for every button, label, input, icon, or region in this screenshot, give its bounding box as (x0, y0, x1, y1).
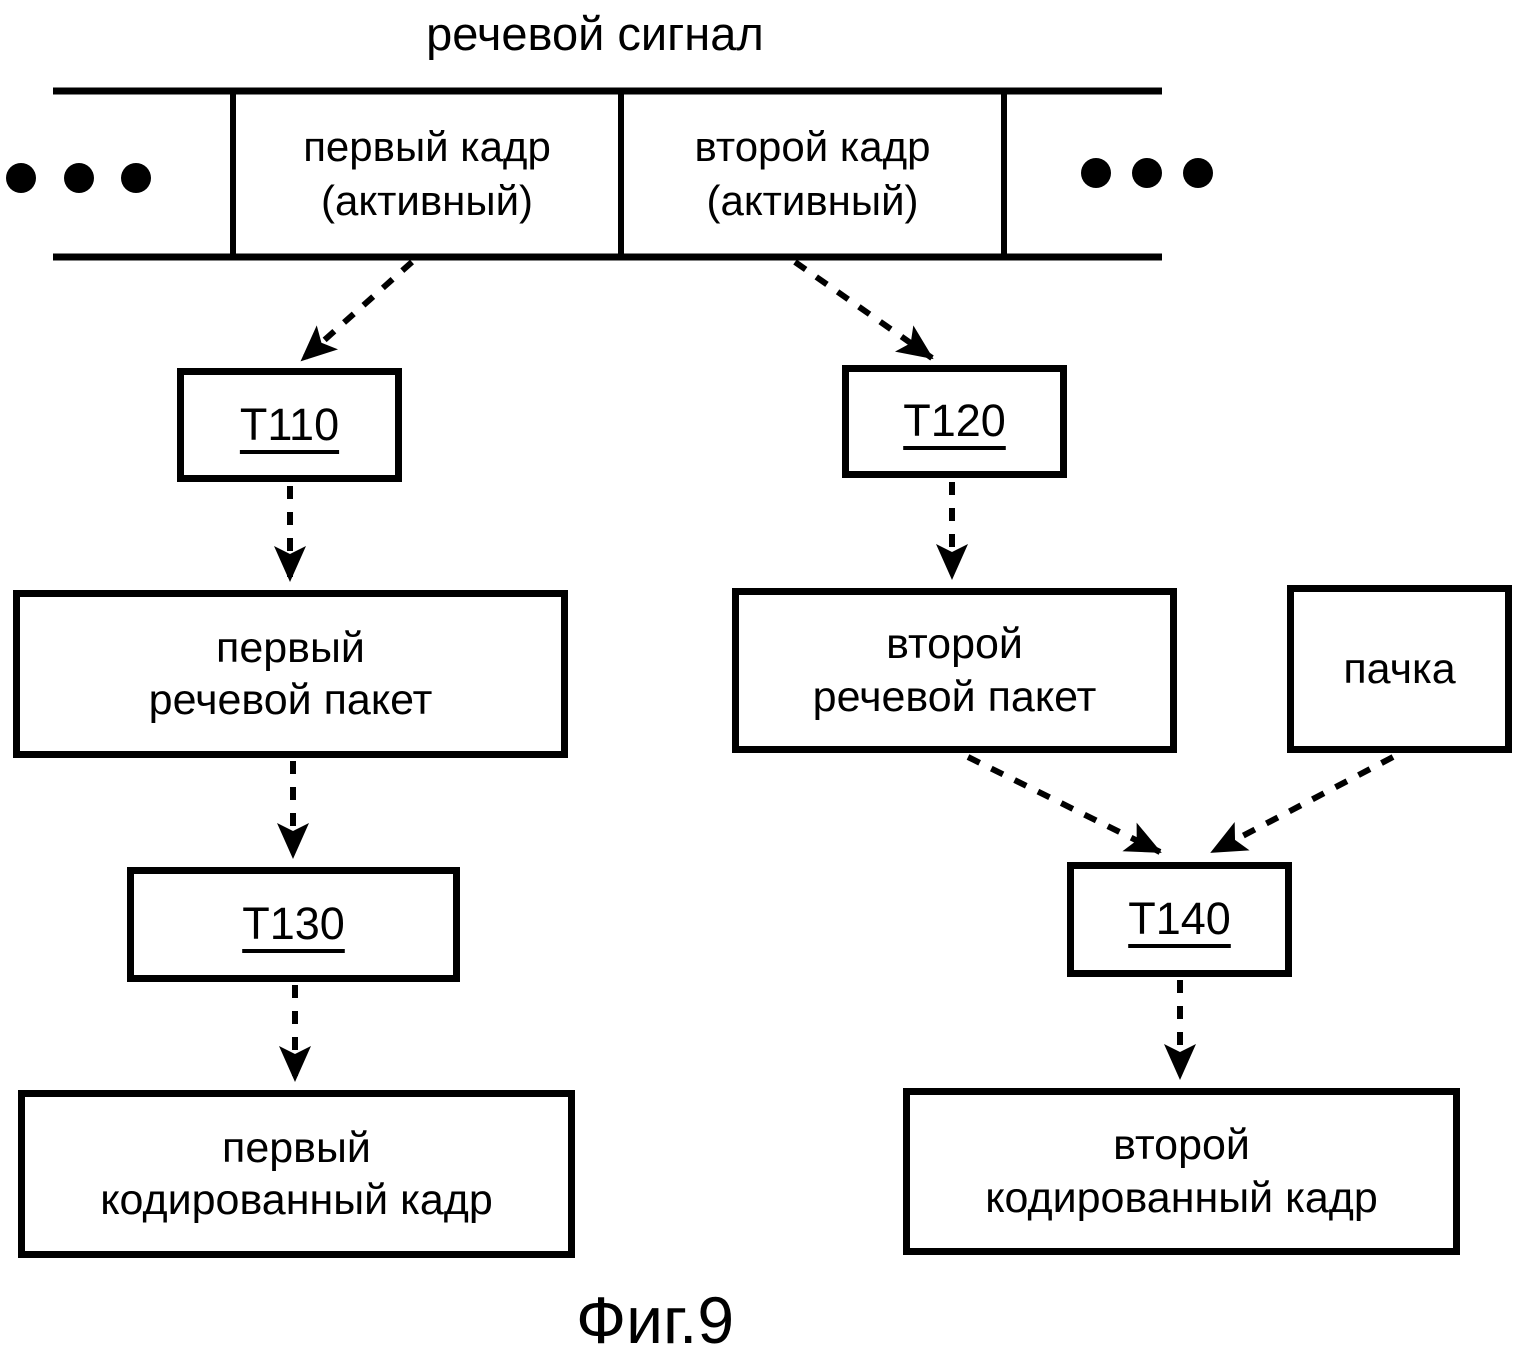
ellipsis-dots-right (1081, 158, 1213, 188)
frame-second-line2: (активный) (706, 177, 919, 224)
node-t130: T130 (127, 867, 460, 982)
node-t140-label: T140 (1128, 893, 1231, 945)
second-coded-frame-line1: второй (1113, 1121, 1250, 1170)
arrow-frame1-to-t110 (300, 259, 414, 363)
arrow-packet2-to-t140 (966, 754, 1162, 855)
node-t110-label: T110 (239, 398, 340, 450)
first-coded-frame-line2: кодированный кадр (100, 1176, 493, 1224)
node-second-speech-packet: второй речевой пакет (732, 588, 1177, 753)
node-t130-label: T130 (242, 898, 345, 950)
first-speech-packet-line2: речевой пакет (148, 676, 433, 724)
first-coded-frame-line1: первый (222, 1123, 371, 1172)
node-t140: T140 (1067, 862, 1292, 977)
node-t110: T110 (177, 368, 402, 482)
node-first-speech-packet: первый речевой пакет (13, 590, 568, 758)
frame-cell-second: второй кадр (активный) (621, 91, 1004, 257)
node-first-coded-frame: первый кодированный кадр (18, 1090, 575, 1258)
burst-label: пачка (1343, 644, 1456, 693)
frame-first-line1: первый кадр (303, 123, 551, 171)
frame-second-line1: второй кадр (694, 123, 931, 171)
frame-first-line2: (активный) (320, 177, 534, 224)
second-speech-packet-line1: второй (886, 620, 1023, 669)
figure-caption: Фиг.9 (575, 1283, 735, 1357)
node-second-coded-frame: второй кодированный кадр (903, 1088, 1460, 1255)
second-coded-frame-line2: кодированный кадр (985, 1173, 1378, 1222)
node-burst: пачка (1287, 585, 1512, 753)
second-speech-packet-line2: речевой пакет (812, 672, 1097, 721)
ellipsis-dots-left (6, 163, 151, 193)
figure-title: речевой сигнал (426, 7, 764, 60)
arrow-burst-to-t140 (1210, 754, 1395, 855)
first-speech-packet-line1: первый (216, 623, 365, 672)
arrow-frame2-to-t120 (793, 259, 934, 361)
node-t120-label: T120 (903, 395, 1006, 447)
speech-signal-band (53, 87, 1162, 261)
frame-cell-first: первый кадр (активный) (233, 91, 621, 257)
node-t120: T120 (842, 365, 1067, 478)
